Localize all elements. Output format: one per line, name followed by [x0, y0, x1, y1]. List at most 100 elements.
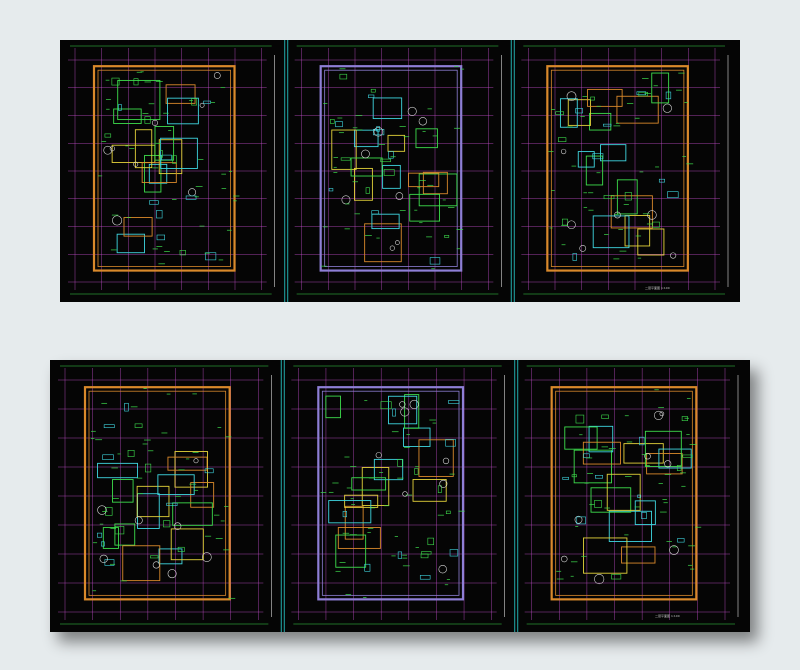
room — [141, 162, 177, 183]
room — [588, 425, 614, 453]
fixture — [201, 552, 212, 562]
furniture — [611, 574, 622, 580]
room — [167, 97, 199, 125]
furniture — [156, 234, 165, 241]
building-outline — [88, 390, 227, 596]
building-outline — [550, 386, 698, 601]
furniture — [420, 553, 429, 559]
room — [592, 215, 630, 249]
building-outline — [92, 65, 236, 272]
room — [344, 494, 379, 508]
fixture — [662, 103, 672, 113]
fixture — [669, 545, 679, 555]
furniture — [667, 191, 679, 199]
furniture — [124, 402, 129, 412]
furniture — [624, 192, 632, 201]
room — [158, 139, 183, 175]
fixture — [647, 210, 657, 220]
furniture — [392, 408, 396, 417]
furniture — [97, 532, 103, 538]
cad-drawing-strip-bottom: 二层平面图 1:100 — [50, 360, 750, 632]
room — [564, 426, 598, 450]
room — [122, 545, 161, 582]
furniture — [658, 178, 665, 183]
room — [174, 451, 208, 488]
fixture — [167, 569, 177, 579]
building-outline — [83, 386, 231, 601]
room — [165, 84, 196, 104]
furniture — [583, 453, 590, 458]
room — [351, 477, 387, 491]
fixture — [594, 574, 605, 585]
room — [335, 534, 367, 568]
furniture — [177, 546, 185, 552]
building-outline — [317, 386, 465, 601]
furniture — [371, 210, 379, 215]
furniture — [149, 200, 159, 205]
furniture — [429, 257, 441, 265]
floor-plan-sheets — [68, 40, 729, 302]
fixture — [644, 452, 651, 460]
room — [350, 157, 383, 177]
furniture — [340, 157, 351, 161]
furniture — [603, 195, 615, 200]
furniture — [595, 475, 603, 479]
room — [600, 144, 627, 162]
room — [616, 179, 638, 215]
fixture — [653, 410, 664, 420]
furniture — [590, 96, 595, 101]
furniture — [329, 119, 335, 124]
room — [97, 462, 138, 479]
building-outline — [555, 390, 693, 596]
room — [634, 500, 656, 526]
furniture — [144, 116, 151, 124]
furniture — [555, 111, 564, 115]
furniture — [134, 423, 143, 428]
furniture — [104, 133, 112, 138]
fixture — [152, 561, 160, 569]
fixture — [375, 452, 382, 459]
fixture — [400, 407, 410, 417]
furniture — [665, 91, 672, 100]
furniture — [156, 210, 163, 219]
fixture — [109, 145, 116, 152]
fixture — [173, 522, 182, 530]
furniture — [637, 494, 641, 498]
fixture — [409, 399, 419, 410]
furniture — [575, 108, 583, 114]
fixture — [395, 192, 404, 200]
room — [608, 510, 652, 542]
furniture — [365, 187, 370, 194]
furniture — [572, 253, 577, 261]
furniture — [445, 510, 451, 514]
room — [403, 427, 431, 447]
furniture — [335, 121, 343, 128]
room — [412, 479, 447, 502]
fixture — [567, 220, 576, 230]
furniture — [133, 78, 139, 86]
room — [644, 430, 682, 467]
room — [353, 167, 373, 201]
room — [325, 395, 341, 419]
room — [371, 213, 400, 230]
furniture — [114, 526, 125, 535]
furniture — [592, 153, 604, 160]
room — [589, 112, 612, 131]
furniture — [571, 474, 577, 478]
furniture — [127, 450, 135, 457]
furniture — [368, 94, 375, 98]
room — [117, 79, 161, 121]
room — [577, 151, 595, 168]
fixture — [407, 106, 417, 116]
room — [170, 528, 204, 561]
room — [409, 193, 440, 222]
furniture — [397, 459, 403, 467]
fixture — [438, 565, 447, 574]
room — [408, 172, 440, 188]
room — [567, 99, 591, 126]
room — [157, 474, 195, 496]
furniture — [102, 454, 114, 460]
room — [624, 215, 651, 247]
furniture — [652, 221, 660, 228]
fixture — [659, 411, 665, 417]
